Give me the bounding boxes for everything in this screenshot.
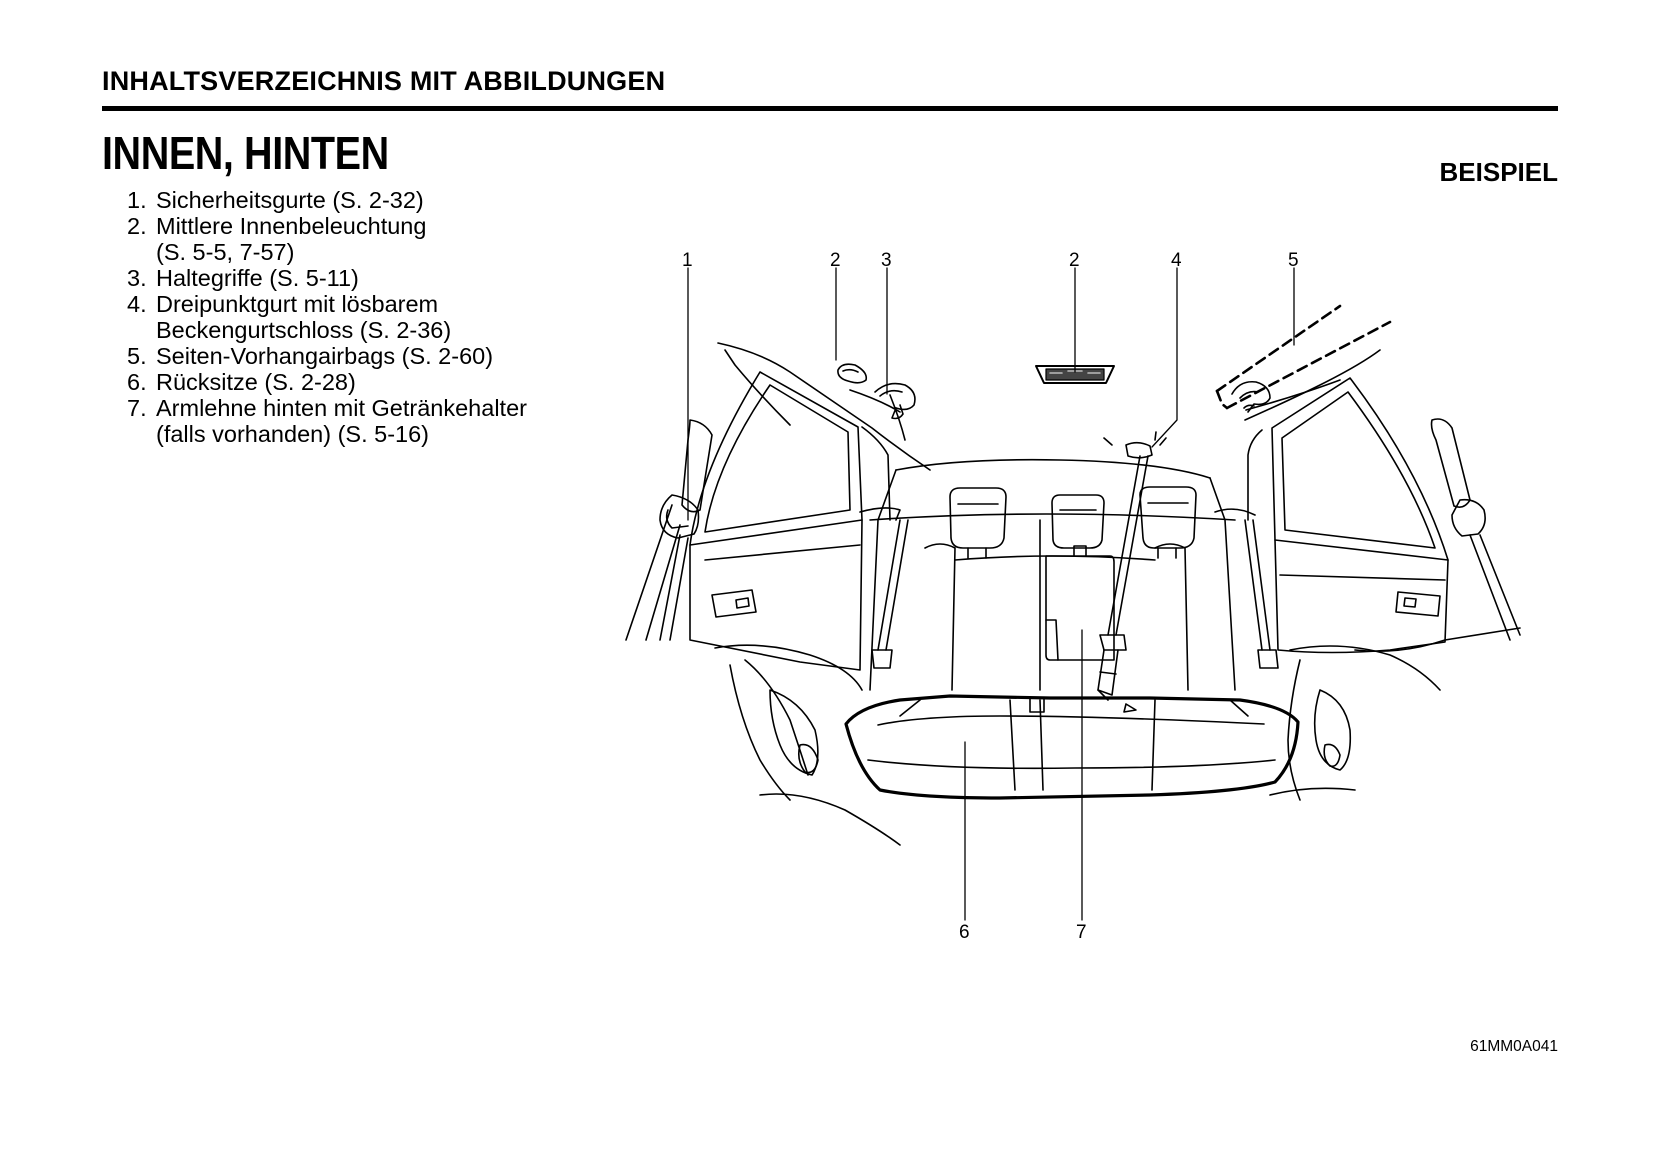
legend-item-number: 2. xyxy=(127,213,147,239)
legend-item-4: 4. Dreipunktgurt mit lösbarem Beckengurt… xyxy=(127,291,527,343)
callout-3: 3 xyxy=(881,250,892,271)
right-grab-handle xyxy=(1231,380,1271,413)
legend-item-text: Beckengurtschloss (S. 2-36) xyxy=(156,317,452,343)
curtain-airbag-outline xyxy=(1215,304,1392,410)
roof-lines xyxy=(849,379,1341,441)
callout-2-left: 2 xyxy=(830,250,841,271)
callout-numbers: 1 2 3 2 4 5 6 7 xyxy=(682,250,1299,943)
left-grab-handle xyxy=(874,382,916,420)
legend-item-text: Mittlere Innenbeleuchtung xyxy=(156,213,427,239)
left-side-panel xyxy=(689,342,931,846)
legend-item-text: Sicherheitsgurte (S. 2-32) xyxy=(156,187,424,213)
legend-item-number: 6. xyxy=(127,369,147,395)
right-seatbelt xyxy=(1430,418,1521,641)
legend-item-5: 5. Seiten-Vorhangairbags (S. 2-60) xyxy=(127,343,527,369)
left-roof-lamp xyxy=(837,363,868,384)
figure-code: 61MM0A041 xyxy=(1470,1038,1558,1055)
page-title: INNEN, HINTEN xyxy=(102,127,389,179)
headrest-right xyxy=(1139,486,1197,559)
callout-7: 7 xyxy=(1076,922,1087,943)
legend-item-number: 3. xyxy=(127,265,147,291)
legend-item-1: 1. Sicherheitsgurte (S. 2-32) xyxy=(127,187,527,213)
legend-item-3: 3. Haltegriffe (S. 5-11) xyxy=(127,265,527,291)
callout-2-center: 2 xyxy=(1069,250,1080,271)
leader-lines xyxy=(687,267,1295,921)
header-rule xyxy=(102,106,1558,111)
legend-item-text: Haltegriffe (S. 5-11) xyxy=(156,265,359,291)
legend-item-text: (S. 5-5, 7-57) xyxy=(156,239,295,265)
callout-1: 1 xyxy=(682,250,693,271)
center-dome-lamp xyxy=(1035,365,1115,384)
center-seatbelt xyxy=(1097,431,1167,701)
legend-item-text: Armlehne hinten mit Getränkehalter xyxy=(156,395,527,421)
headrest-center xyxy=(1051,494,1105,549)
callout-6: 6 xyxy=(959,922,970,943)
legend-item-number: 5. xyxy=(127,343,147,369)
legend-item-2: 2. Mittlere Innenbeleuchtung (S. 5-5, 7-… xyxy=(127,213,527,265)
left-seatbelt xyxy=(625,419,713,641)
callout-4: 4 xyxy=(1171,250,1182,271)
headrest-left xyxy=(949,487,1007,559)
legend-item-text: Dreipunktgurt mit lösbarem xyxy=(156,291,439,317)
legend-item-text: Seiten-Vorhangairbags (S. 2-60) xyxy=(156,343,494,369)
legend-item-6: 6. Rücksitze (S. 2-28) xyxy=(127,369,527,395)
legend-item-number: 7. xyxy=(127,395,147,421)
legend-item-7: 7. Armlehne hinten mit Getränkehalter (f… xyxy=(127,395,527,447)
rear-seat-cushion xyxy=(844,694,1300,800)
section-header: INHALTSVERZEICHNIS MIT ABBILDUNGEN xyxy=(102,66,666,96)
example-label: BEISPIEL xyxy=(1439,157,1558,187)
legend-list: 1. Sicherheitsgurte (S. 2-32) 2. Mittler… xyxy=(127,187,527,447)
callout-5: 5 xyxy=(1288,250,1299,271)
legend-item-text: (falls vorhanden) (S. 5-16) xyxy=(156,421,429,447)
legend-item-number: 4. xyxy=(127,291,147,317)
outer-seatbelts xyxy=(871,519,1279,669)
right-side-panel xyxy=(1244,349,1521,801)
rear-armrest xyxy=(1045,545,1115,661)
legend-item-text: Rücksitze (S. 2-28) xyxy=(156,369,356,395)
legend-item-number: 1. xyxy=(127,187,147,213)
